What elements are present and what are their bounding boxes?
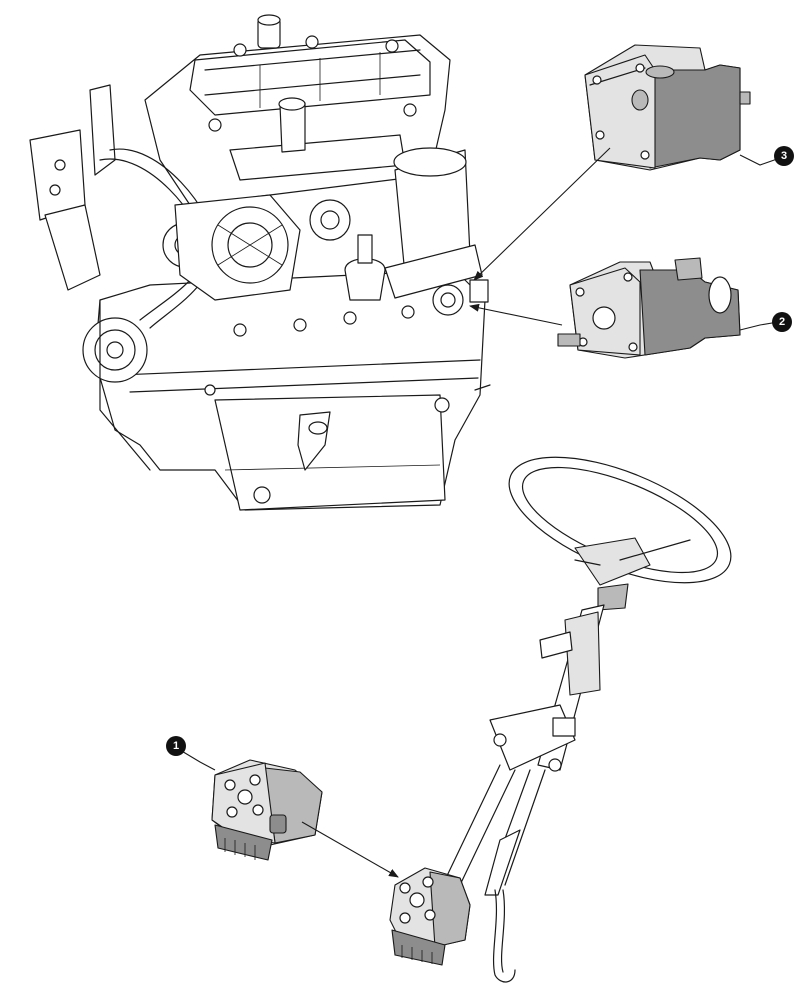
steering-column-assembly	[389, 456, 732, 983]
engine-assembly	[29, 14, 491, 511]
leader-arrow-part-3	[473, 147, 611, 281]
hydraulic-pump-part-3	[584, 44, 751, 171]
callout-leader-3	[739, 154, 781, 166]
callout-label-2: 2	[779, 316, 785, 328]
callout-label-3: 3	[781, 150, 787, 162]
hydraulic-pump-part-2	[557, 257, 741, 359]
leader-arrow-part-2	[469, 303, 563, 326]
callout-badge-3: 3	[774, 146, 794, 166]
callout-leader-2	[739, 321, 779, 331]
callout-leader-1	[179, 749, 216, 771]
callout-label-1: 1	[173, 740, 179, 752]
callout-badge-1: 1	[166, 736, 186, 756]
callout-badge-2: 2	[772, 312, 792, 332]
steering-valve-part-1	[211, 759, 323, 861]
leader-arrow-part-1	[301, 821, 399, 878]
